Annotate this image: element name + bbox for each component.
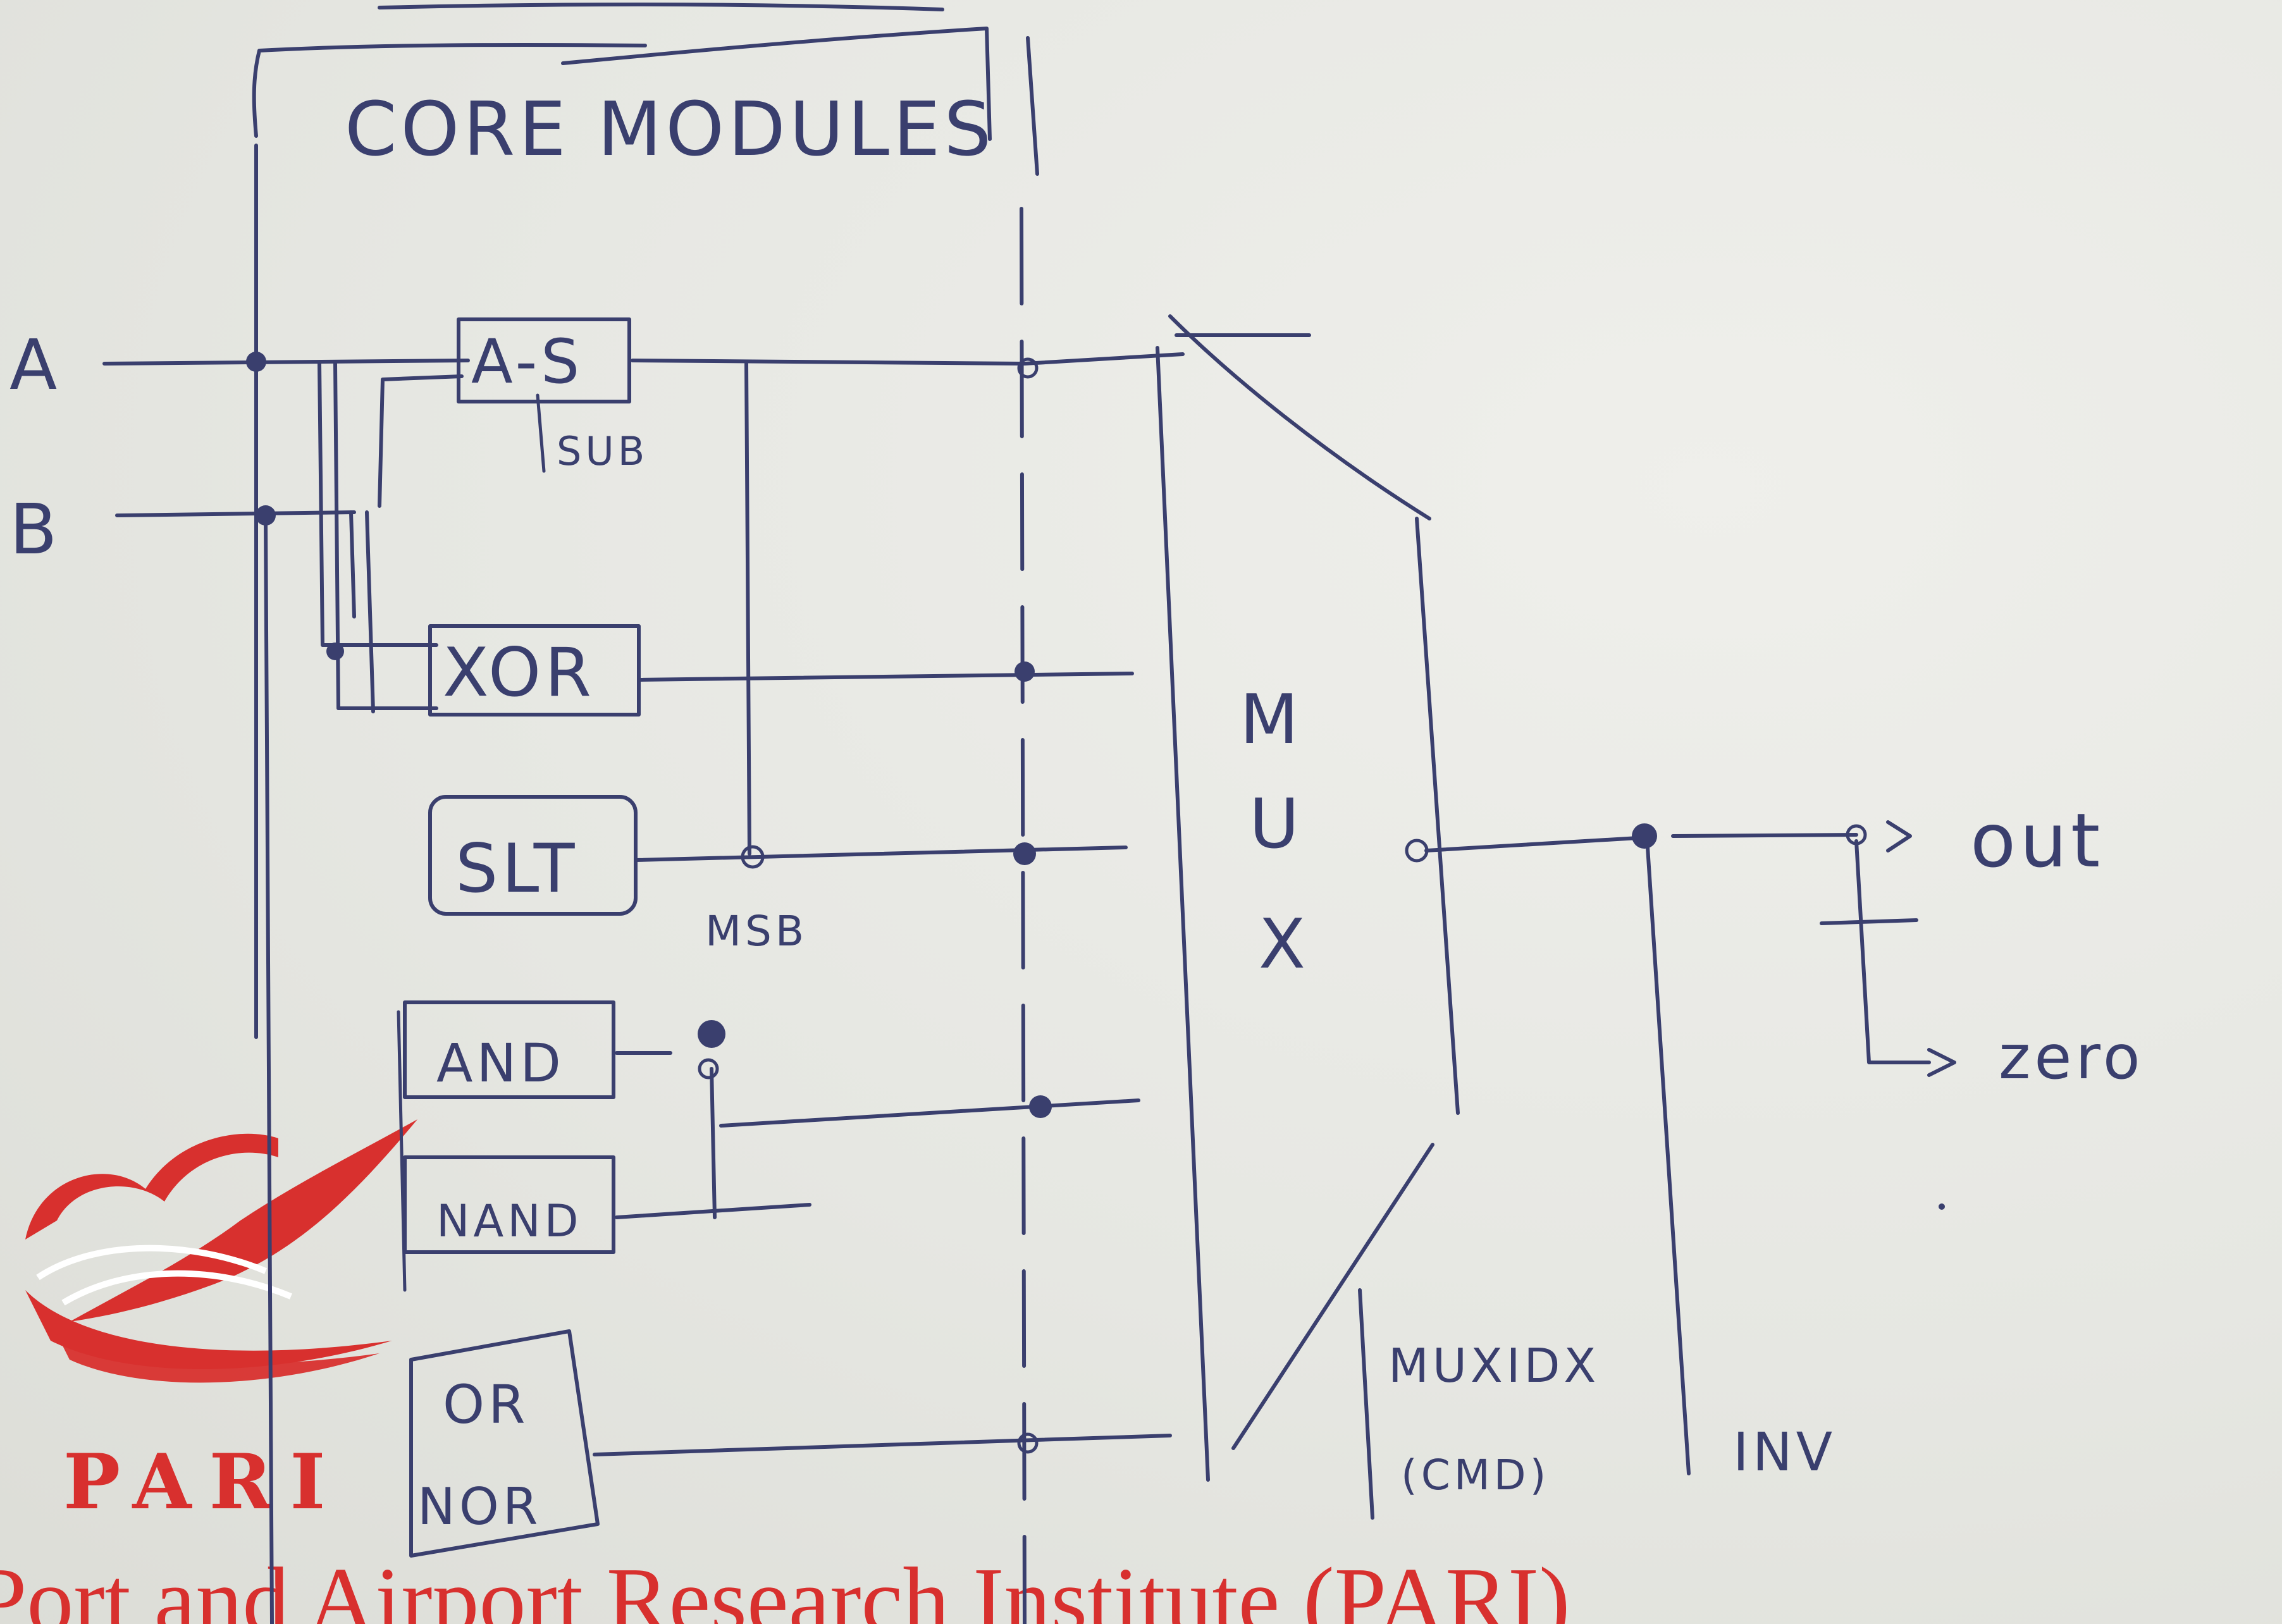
muxidx-label: MUXIDX xyxy=(1388,1339,1600,1393)
cmd-label: (CMD) xyxy=(1401,1451,1550,1499)
pari-logo: PARI xyxy=(25,1119,417,1527)
rail-dot-4 xyxy=(1029,1095,1052,1118)
input-b-wire xyxy=(115,510,356,517)
rail-dot-1 xyxy=(1017,357,1039,379)
input-a-wire xyxy=(102,359,470,366)
muxidx-line xyxy=(1358,1288,1374,1520)
module-adder-subtractor-label: A-S xyxy=(471,326,583,397)
module-nand-label: NAND xyxy=(436,1195,583,1247)
zero-label: zero xyxy=(1999,1022,2144,1093)
mux-output-node xyxy=(1405,839,1429,863)
out-label: out xyxy=(1970,797,2104,884)
paper-speck xyxy=(1939,1203,1945,1210)
mux-right-edge xyxy=(1415,517,1460,1115)
junction-b xyxy=(256,505,276,526)
and-nand-group-edge xyxy=(397,1010,407,1292)
module-adder-subtractor xyxy=(457,317,631,403)
junction-fan xyxy=(326,643,344,660)
module-and xyxy=(403,1000,615,1099)
title-bracket-left xyxy=(252,42,647,138)
module-slt-label: SLT xyxy=(455,830,579,907)
nand-output-wire xyxy=(615,1203,811,1219)
module-nand xyxy=(403,1155,615,1254)
module-xor xyxy=(428,624,641,717)
sub-label: SUB xyxy=(557,428,648,474)
module-xor-label: XOR xyxy=(443,634,595,711)
and-select-node xyxy=(698,1058,719,1080)
title-bracket-edge xyxy=(1026,36,1039,176)
input-b-label: B xyxy=(9,489,61,570)
fanout-2 xyxy=(333,362,438,710)
zero-tick xyxy=(1820,918,1918,925)
logo-mark-text: PARI xyxy=(63,1437,343,1527)
mux-letter-m: M xyxy=(1240,680,1302,760)
module-or-nor xyxy=(409,1329,600,1558)
fanout-4 xyxy=(365,510,375,713)
junction-a xyxy=(246,352,266,372)
module-nor-label: NOR xyxy=(417,1477,541,1536)
inv-label: INV xyxy=(1733,1421,1836,1483)
mux-bottom-edge xyxy=(1231,1143,1434,1450)
out-arrow xyxy=(1886,820,1912,852)
org-name: Port and Airport Research Institute (PAR… xyxy=(0,1549,1570,1624)
rail-dot-5 xyxy=(1017,1432,1039,1454)
mux-letter-x: X xyxy=(1259,905,1309,984)
fanout-3 xyxy=(349,510,356,618)
title-bracket-right xyxy=(561,27,992,141)
fanout-5 xyxy=(378,374,464,508)
top-stroke xyxy=(378,3,944,11)
mux-letter-u: U xyxy=(1249,785,1303,864)
or-nor-output-wire xyxy=(593,1434,1172,1456)
rail-dot-2 xyxy=(1015,661,1035,682)
title-label: CORE MODULES xyxy=(345,85,995,173)
and-nand-output-wire xyxy=(719,1098,1140,1128)
zero-arrow xyxy=(1927,1048,1956,1077)
zero-wire xyxy=(1854,839,1931,1064)
mux-top-edge xyxy=(1168,314,1431,520)
module-or-label: OR xyxy=(443,1374,529,1436)
inv-junction xyxy=(1632,823,1657,849)
and-nand-link xyxy=(710,1067,717,1219)
input-a-label: A xyxy=(9,324,61,405)
right-rail xyxy=(1020,207,1027,1624)
msb-feed-wire xyxy=(744,362,751,856)
msb-label: MSB xyxy=(705,907,808,956)
fanout-1 xyxy=(318,362,438,647)
rail-dot-3 xyxy=(1013,842,1036,865)
and-select-dot xyxy=(698,1020,725,1048)
mux-output-wire xyxy=(1424,836,1640,852)
left-bus-2 xyxy=(264,517,274,1624)
out-wire xyxy=(1671,833,1858,838)
slt-output-wire xyxy=(634,846,1128,862)
msb-junction xyxy=(741,845,765,869)
mux-left-edge xyxy=(1156,346,1210,1482)
module-slt xyxy=(428,795,638,916)
xor-output-wire xyxy=(637,672,1134,682)
as-output-wire xyxy=(631,352,1185,366)
sub-control-line xyxy=(536,393,546,473)
module-and-label: AND xyxy=(436,1032,565,1094)
inv-line xyxy=(1646,846,1691,1475)
